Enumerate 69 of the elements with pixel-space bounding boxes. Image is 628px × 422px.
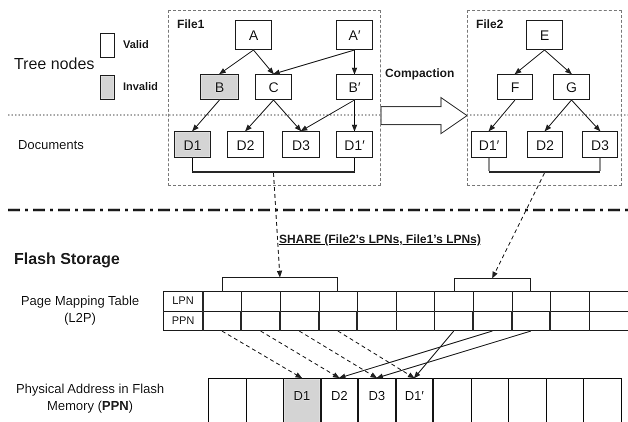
arrow: [414, 330, 454, 379]
arrow: [298, 330, 378, 378]
legend-label: Valid: [123, 39, 149, 51]
arrow: [376, 330, 532, 379]
document-box: D1′: [336, 131, 373, 158]
memory-page: D1: [283, 378, 320, 422]
arrow: [338, 330, 493, 379]
edge-label: Compaction: [385, 66, 454, 80]
cluster-title: File1: [177, 17, 204, 31]
arrow: [245, 100, 274, 132]
document-box: D1′: [471, 131, 507, 158]
table-cell: [318, 311, 358, 331]
legend-label: Invalid: [123, 81, 158, 93]
row-title: Physical Address in Flash Memory (PPN): [15, 381, 165, 415]
row-title: Documents: [18, 137, 84, 152]
tree-node: F: [497, 74, 533, 100]
table-cell: [241, 311, 280, 331]
arrow: [544, 100, 572, 132]
table-cell: [473, 311, 512, 331]
tree-node: B′: [336, 74, 373, 100]
memory-page: D3: [358, 378, 396, 422]
tree-node: A: [235, 20, 272, 50]
bracket: [222, 277, 338, 291]
document-box: D1: [174, 131, 211, 158]
block-arrow: [380, 96, 468, 135]
row-header: PPN: [163, 311, 203, 331]
arrow: [337, 330, 415, 378]
connector-line: [354, 158, 355, 172]
table-cell: [202, 311, 242, 331]
arrow: [221, 330, 302, 378]
memory-page: D2: [320, 378, 358, 422]
document-box: D2: [527, 131, 563, 158]
caption-text: SHARE (File2’s LPNs, File1’s LPNs): [279, 232, 481, 246]
section-title: Flash Storage: [14, 251, 120, 269]
arrow: [544, 50, 572, 74]
arrow: [273, 100, 302, 132]
file-cluster: [467, 10, 622, 186]
arrow: [272, 50, 355, 75]
tree-node: B: [200, 74, 239, 100]
arrow: [218, 50, 254, 74]
connector-line: [192, 158, 193, 172]
arrow: [571, 100, 600, 132]
arrow: [352, 50, 358, 75]
arrow: [352, 100, 358, 132]
document-box: D3: [282, 131, 320, 158]
arrow: [253, 50, 274, 75]
memory-page: D1′: [396, 378, 433, 422]
cluster-title: File2: [476, 17, 504, 31]
tree-node: E: [526, 20, 563, 50]
table-cell: [280, 311, 318, 331]
file-cluster: [168, 10, 381, 186]
row-title: Tree nodes: [14, 56, 94, 74]
tree-node: G: [553, 74, 590, 100]
document-box: D2: [227, 131, 264, 158]
connector-line: [488, 158, 490, 172]
arrow: [488, 100, 516, 132]
bracket: [454, 278, 532, 291]
arrow: [300, 100, 355, 132]
arrow: [514, 50, 545, 74]
row-title: Page Mapping Table (L2P): [20, 293, 140, 327]
arrow: [192, 100, 220, 132]
table-cell: [512, 311, 550, 331]
table-cell: [434, 311, 474, 331]
arrow: [492, 172, 545, 279]
tree-node: A′: [336, 20, 373, 50]
arrow: [260, 330, 340, 378]
row-header: LPN: [163, 291, 203, 312]
document-box: D3: [582, 131, 618, 158]
tree-node: C: [255, 74, 292, 100]
